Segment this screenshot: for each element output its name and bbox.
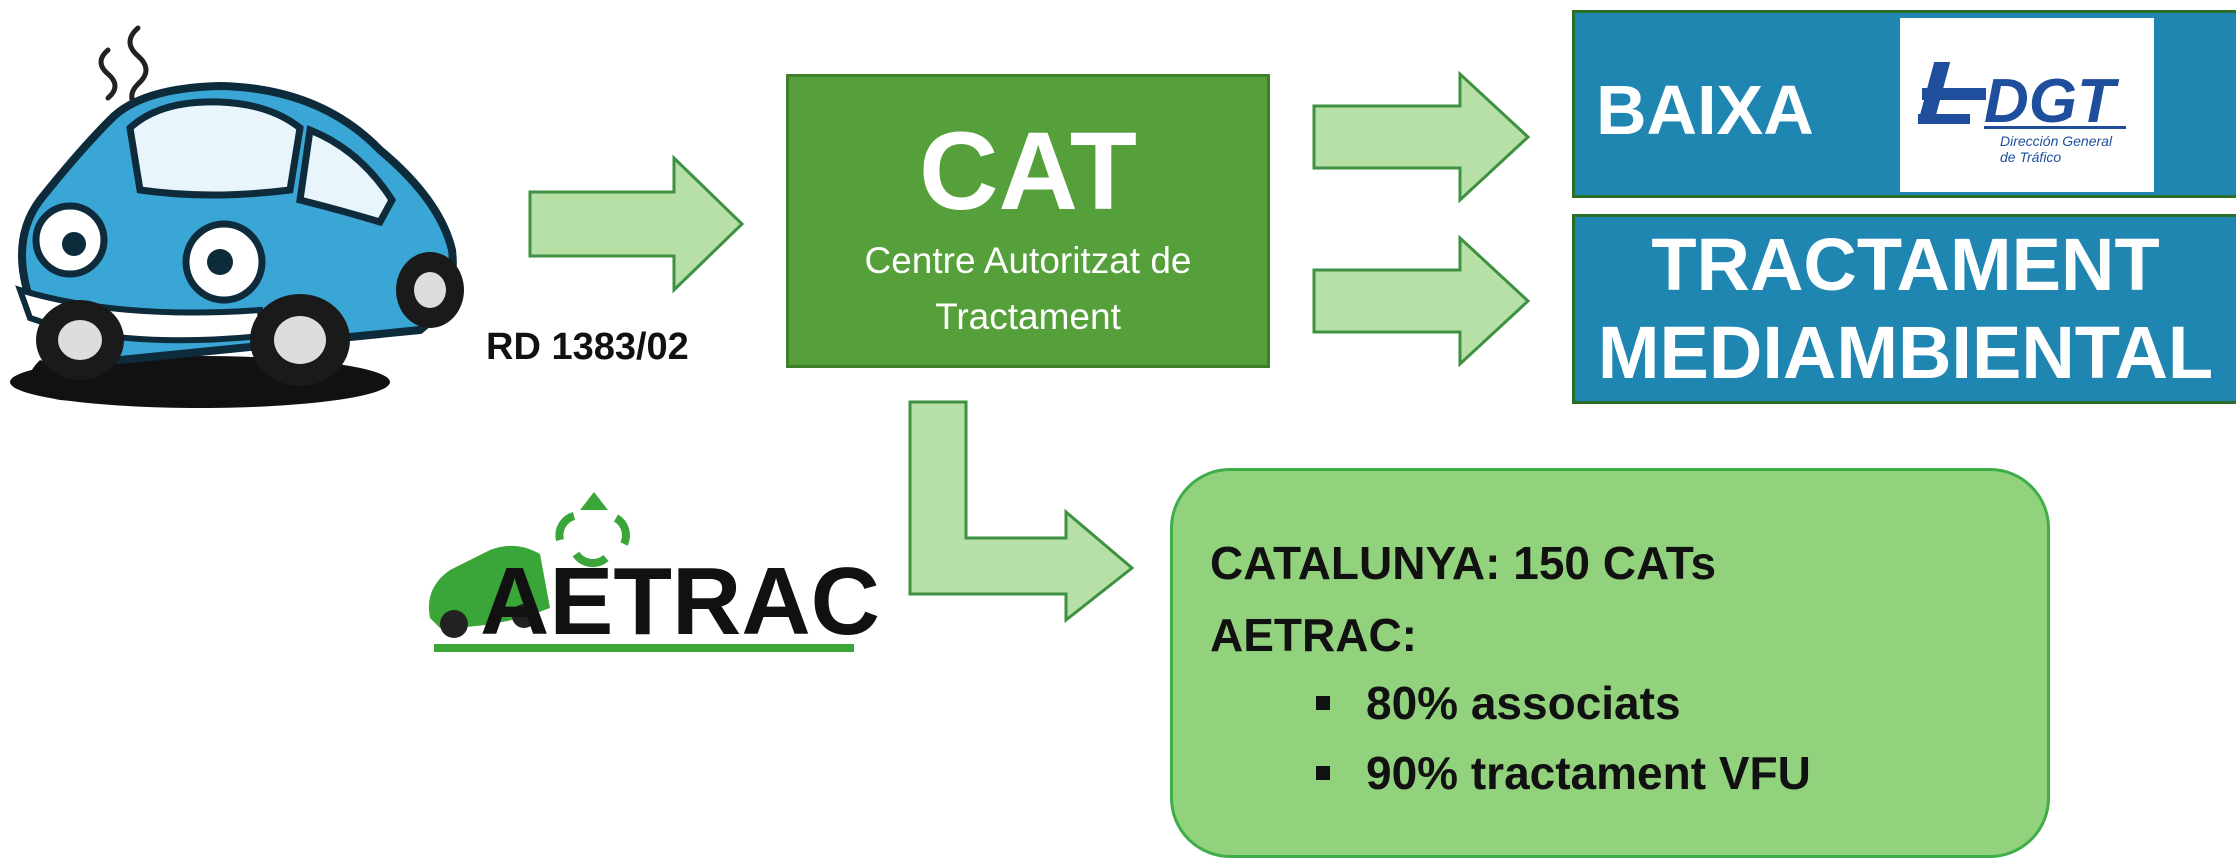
cat-subtitle-line1: Centre Autoritzat de — [864, 240, 1192, 281]
dgt-logo: DGT Dirección General de Tráfico — [1900, 18, 2154, 192]
bullet-icon — [1316, 766, 1330, 780]
info-bullet-associats: 80% associats — [1366, 677, 1681, 729]
cat-title: CAT — [919, 110, 1137, 233]
info-aetrac-heading: AETRAC: — [1210, 609, 1417, 661]
cat-node: CAT Centre Autoritzat de Tractament — [786, 74, 1270, 368]
arrow-right — [1312, 70, 1531, 204]
info-catalunya: CATALUNYA: 150 CATs — [1210, 537, 1717, 589]
dgt-caption-line1: Dirección General — [2000, 133, 2113, 149]
law-reference-label: RD 1383/02 — [486, 326, 689, 368]
broken-car-illustration — [10, 25, 464, 408]
baixa-label: BAIXA — [1596, 71, 1814, 149]
cat-subtitle-line2: Tractament — [935, 296, 1121, 337]
cat-subtitle: Centre Autoritzat de Tractament — [789, 233, 1267, 345]
arrow-elbow — [908, 400, 1135, 624]
dgt-caption-line2: de Tráfico — [2000, 149, 2061, 165]
aetrac-wordmark: AETRAC — [480, 548, 880, 655]
arrow-right — [528, 154, 745, 294]
info-bullet-tractament: 90% tractament VFU — [1366, 747, 1811, 799]
arrow-right — [1312, 234, 1531, 368]
aetrac-logo: AETRAC — [428, 492, 880, 655]
dgt-brand: DGT — [1984, 67, 2120, 136]
tractament-line2: MEDIAMBIENTAL — [1597, 311, 2214, 394]
bullet-icon — [1316, 696, 1330, 710]
tractament-node: TRACTAMENT MEDIAMBIENTAL — [1572, 214, 2236, 404]
info-panel — [1170, 468, 2050, 858]
tractament-line1: TRACTAMENT — [1651, 223, 2160, 306]
